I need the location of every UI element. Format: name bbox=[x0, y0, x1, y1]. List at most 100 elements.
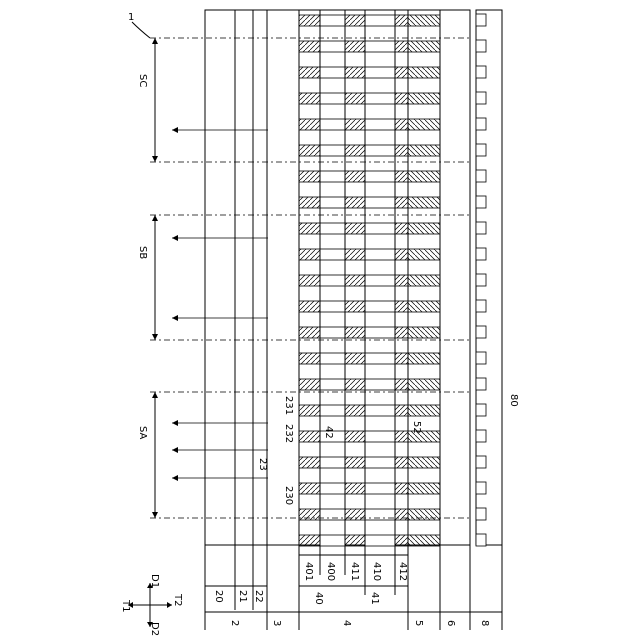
label-411: 411 bbox=[349, 562, 360, 581]
layer-4-stripe bbox=[365, 197, 395, 208]
label-8: 8 bbox=[479, 620, 490, 626]
layer-4-stripe bbox=[365, 249, 395, 260]
label-80: 80 bbox=[508, 394, 519, 407]
layer-4-stripe bbox=[320, 145, 345, 156]
label-21: 21 bbox=[237, 590, 248, 603]
layer-4-stripe bbox=[395, 145, 408, 156]
light-arrow-head bbox=[172, 420, 178, 426]
layer-8-tooth bbox=[476, 352, 486, 364]
layer-4-stripe bbox=[345, 67, 365, 78]
layer-4-stripe bbox=[395, 249, 408, 260]
layer-4-stripe bbox=[345, 119, 365, 130]
layer-4-stripe bbox=[345, 431, 365, 442]
layer-4-stripe bbox=[320, 41, 345, 52]
layer-4-stripe bbox=[320, 223, 345, 234]
layer-4-stripe bbox=[345, 15, 365, 26]
layer-4-stripe bbox=[345, 171, 365, 182]
layer-4-stripe bbox=[299, 145, 320, 156]
label-230: 230 bbox=[283, 486, 294, 505]
axis-down-label: D2 bbox=[149, 622, 160, 636]
layer-4-stripe bbox=[299, 93, 320, 104]
layer-8-tooth bbox=[476, 92, 486, 104]
layer-5-stripe bbox=[408, 327, 440, 338]
layer-5-stripe bbox=[408, 379, 440, 390]
layer-4-stripe bbox=[345, 197, 365, 208]
layer-4-stripe bbox=[365, 483, 395, 494]
layer-4-stripe bbox=[299, 119, 320, 130]
layer-4-stripe bbox=[365, 275, 395, 286]
layer-4-stripe bbox=[345, 275, 365, 286]
light-arrow-head bbox=[172, 235, 178, 241]
layer-4-stripe bbox=[395, 483, 408, 494]
layer-4-stripe bbox=[365, 119, 395, 130]
layer-21 bbox=[235, 10, 253, 545]
layer-4-stripe bbox=[395, 15, 408, 26]
layer-4-stripe bbox=[320, 119, 345, 130]
dimension-lines bbox=[205, 545, 502, 630]
layer-4-stripe bbox=[299, 171, 320, 182]
layer-4-stripe bbox=[320, 93, 345, 104]
layer-8-tooth bbox=[476, 508, 486, 520]
layer-4-stripe bbox=[320, 249, 345, 260]
layer-4-stripe bbox=[395, 405, 408, 416]
light-arrow-head bbox=[172, 315, 178, 321]
layer-4-stripes bbox=[299, 10, 408, 546]
light-arrow-head bbox=[172, 475, 178, 481]
label-5: 5 bbox=[413, 620, 424, 626]
layer-8-tooth bbox=[476, 456, 486, 468]
label-40: 40 bbox=[313, 592, 324, 605]
layer-4-stripe bbox=[395, 535, 408, 546]
layer-4-stripe bbox=[345, 41, 365, 52]
label-400: 400 bbox=[325, 562, 336, 581]
layer-4-stripe bbox=[320, 275, 345, 286]
layer-4-stripe bbox=[320, 15, 345, 26]
layer-4-stripe bbox=[345, 93, 365, 104]
layer-5-stripe bbox=[408, 483, 440, 494]
section-arrow-top bbox=[152, 215, 158, 221]
label-4: 4 bbox=[341, 620, 352, 626]
layer-4-stripe bbox=[299, 353, 320, 364]
label-2: 2 bbox=[229, 620, 240, 626]
layer-4-stripe bbox=[365, 145, 395, 156]
layer-4-stripe bbox=[395, 457, 408, 468]
layer-4-stripe bbox=[320, 457, 345, 468]
layer-5-stripe bbox=[408, 15, 440, 26]
section-arrow-top bbox=[152, 392, 158, 398]
layer-4-stripe bbox=[345, 379, 365, 390]
layer-5-stripe bbox=[408, 275, 440, 286]
layer-4-stripe bbox=[299, 67, 320, 78]
layer-4-stripe bbox=[320, 197, 345, 208]
layer-4-stripe bbox=[395, 119, 408, 130]
layer-4-stripe bbox=[345, 145, 365, 156]
layer-8-tooth bbox=[476, 274, 486, 286]
layer-5-stripe bbox=[408, 301, 440, 312]
layer-4-stripe bbox=[320, 301, 345, 312]
layer-5-stripe bbox=[408, 197, 440, 208]
layer-4-stripe bbox=[320, 379, 345, 390]
layer-8-tooth bbox=[476, 118, 486, 130]
section-label-sc: SC bbox=[137, 74, 148, 87]
layer-4-stripe bbox=[345, 249, 365, 260]
layer-5-stripe bbox=[408, 41, 440, 52]
label-42: 42 bbox=[323, 426, 334, 439]
layer-8-teeth bbox=[476, 14, 486, 546]
layer-4-stripe bbox=[365, 327, 395, 338]
layer-5-stripe bbox=[408, 457, 440, 468]
layer-5-stripe bbox=[408, 145, 440, 156]
layer-4-stripe bbox=[299, 301, 320, 312]
layer-4-stripe bbox=[395, 353, 408, 364]
label-20: 20 bbox=[213, 590, 224, 603]
layer-5-stripe bbox=[408, 535, 440, 546]
layer-4-stripe bbox=[299, 15, 320, 26]
layer-4-stripe bbox=[365, 171, 395, 182]
label-6: 6 bbox=[445, 620, 456, 626]
layer-4-stripe bbox=[320, 171, 345, 182]
layer-4-stripe bbox=[345, 327, 365, 338]
layer-8-tooth bbox=[476, 378, 486, 390]
layer-4-stripe bbox=[299, 535, 320, 546]
layer-6 bbox=[440, 10, 470, 545]
layer-4-stripe bbox=[299, 41, 320, 52]
axis-right-label: T2 bbox=[172, 593, 183, 606]
layer-5-stripe bbox=[408, 171, 440, 182]
